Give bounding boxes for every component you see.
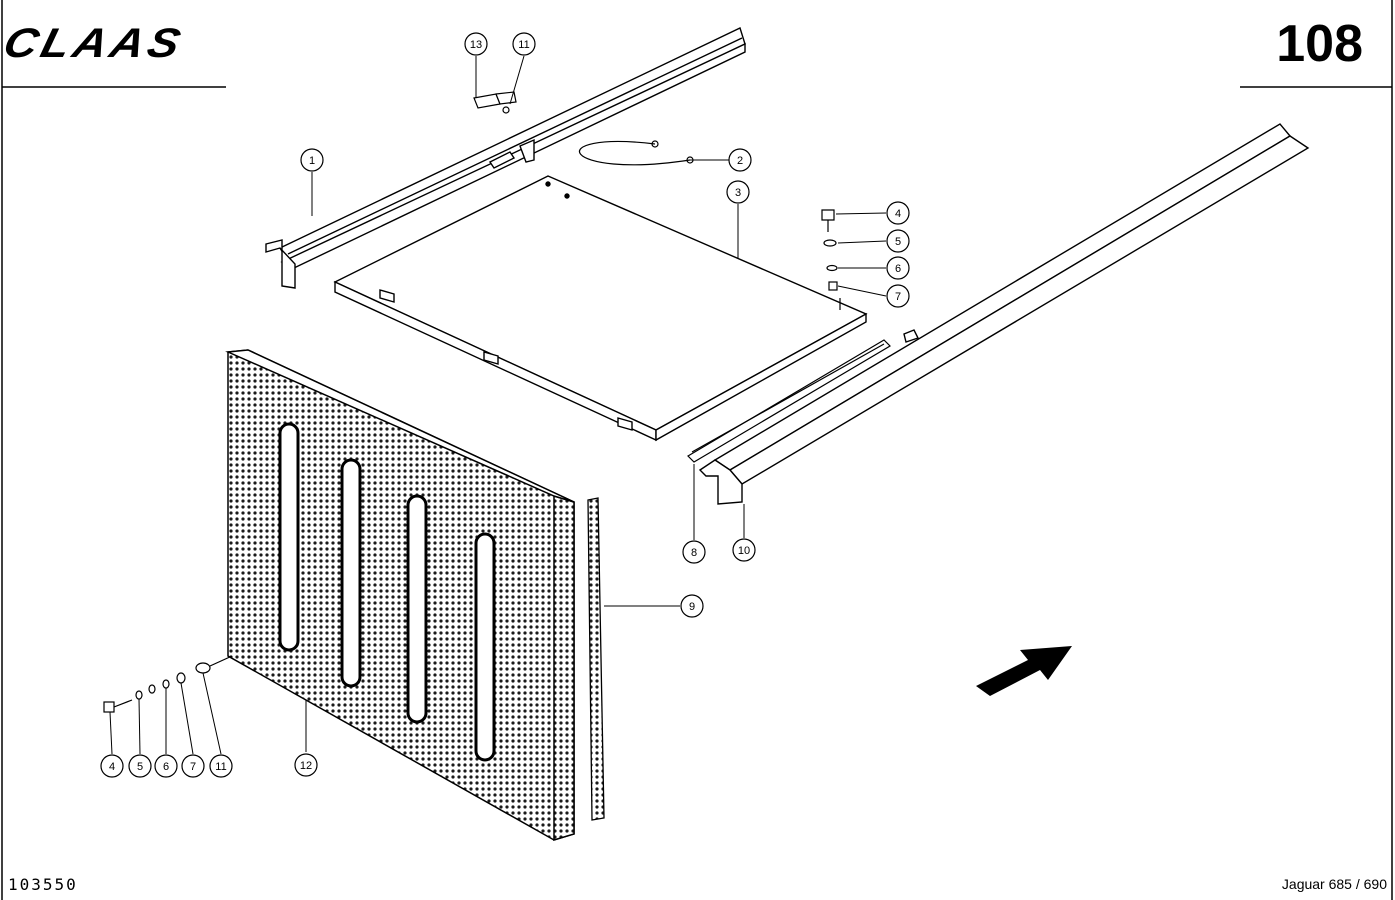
svg-text:2: 2 xyxy=(737,155,743,167)
callout-6-upper: 6 xyxy=(886,256,910,280)
svg-text:7: 7 xyxy=(895,291,901,303)
svg-text:3: 3 xyxy=(735,187,741,199)
svg-text:11: 11 xyxy=(215,761,226,773)
callout-7-upper: 7 xyxy=(886,284,910,308)
direction-arrow xyxy=(976,646,1072,696)
callout-3: 3 xyxy=(726,180,750,204)
svg-text:6: 6 xyxy=(163,761,169,773)
panel-part-3 xyxy=(333,175,868,442)
callout-10: 10 xyxy=(732,538,756,562)
svg-text:4: 4 xyxy=(109,761,115,773)
svg-text:13: 13 xyxy=(470,39,482,51)
svg-text:9: 9 xyxy=(689,601,695,613)
rail-part-1 xyxy=(265,27,746,289)
document-number: 103550 xyxy=(8,875,78,894)
callout-5-upper: 5 xyxy=(886,229,910,253)
fastener-stack-lower xyxy=(103,655,233,713)
svg-text:7: 7 xyxy=(190,761,196,773)
leader-lines xyxy=(109,55,887,755)
callout-13: 13 xyxy=(464,32,488,56)
svg-text:8: 8 xyxy=(691,547,697,559)
callout-1: 1 xyxy=(300,148,324,172)
callout-7-lower: 7 xyxy=(181,754,205,778)
rail-part-10 xyxy=(698,123,1310,505)
callout-2: 2 xyxy=(728,148,752,172)
fastener-stack-upper xyxy=(821,209,841,310)
callout-8: 8 xyxy=(682,540,706,564)
callout-11-upper: 11 xyxy=(512,32,536,56)
bracket-part-13 xyxy=(473,91,517,114)
cable-part-2 xyxy=(578,140,694,166)
callout-9: 9 xyxy=(680,594,704,618)
strip-part-8 xyxy=(687,339,891,463)
svg-text:1: 1 xyxy=(309,155,315,167)
callout-12: 12 xyxy=(294,753,318,777)
callout-11-lower: 11 xyxy=(209,754,233,778)
svg-text:6: 6 xyxy=(895,263,901,275)
screen-part-12 xyxy=(225,349,575,842)
svg-text:4: 4 xyxy=(895,208,901,220)
svg-text:10: 10 xyxy=(738,545,750,557)
page-number: 108 xyxy=(1276,15,1363,73)
svg-text:12: 12 xyxy=(300,760,312,772)
svg-text:5: 5 xyxy=(137,761,143,773)
callout-6-lower: 6 xyxy=(154,754,178,778)
callout-4-upper: 4 xyxy=(886,201,910,225)
callout-4-lower: 4 xyxy=(100,754,124,778)
model-label: Jaguar 685 / 690 xyxy=(1281,876,1387,892)
svg-text:5: 5 xyxy=(895,236,901,248)
svg-text:11: 11 xyxy=(518,39,529,51)
strip-part-9 xyxy=(587,497,605,821)
callout-5-lower: 5 xyxy=(128,754,152,778)
